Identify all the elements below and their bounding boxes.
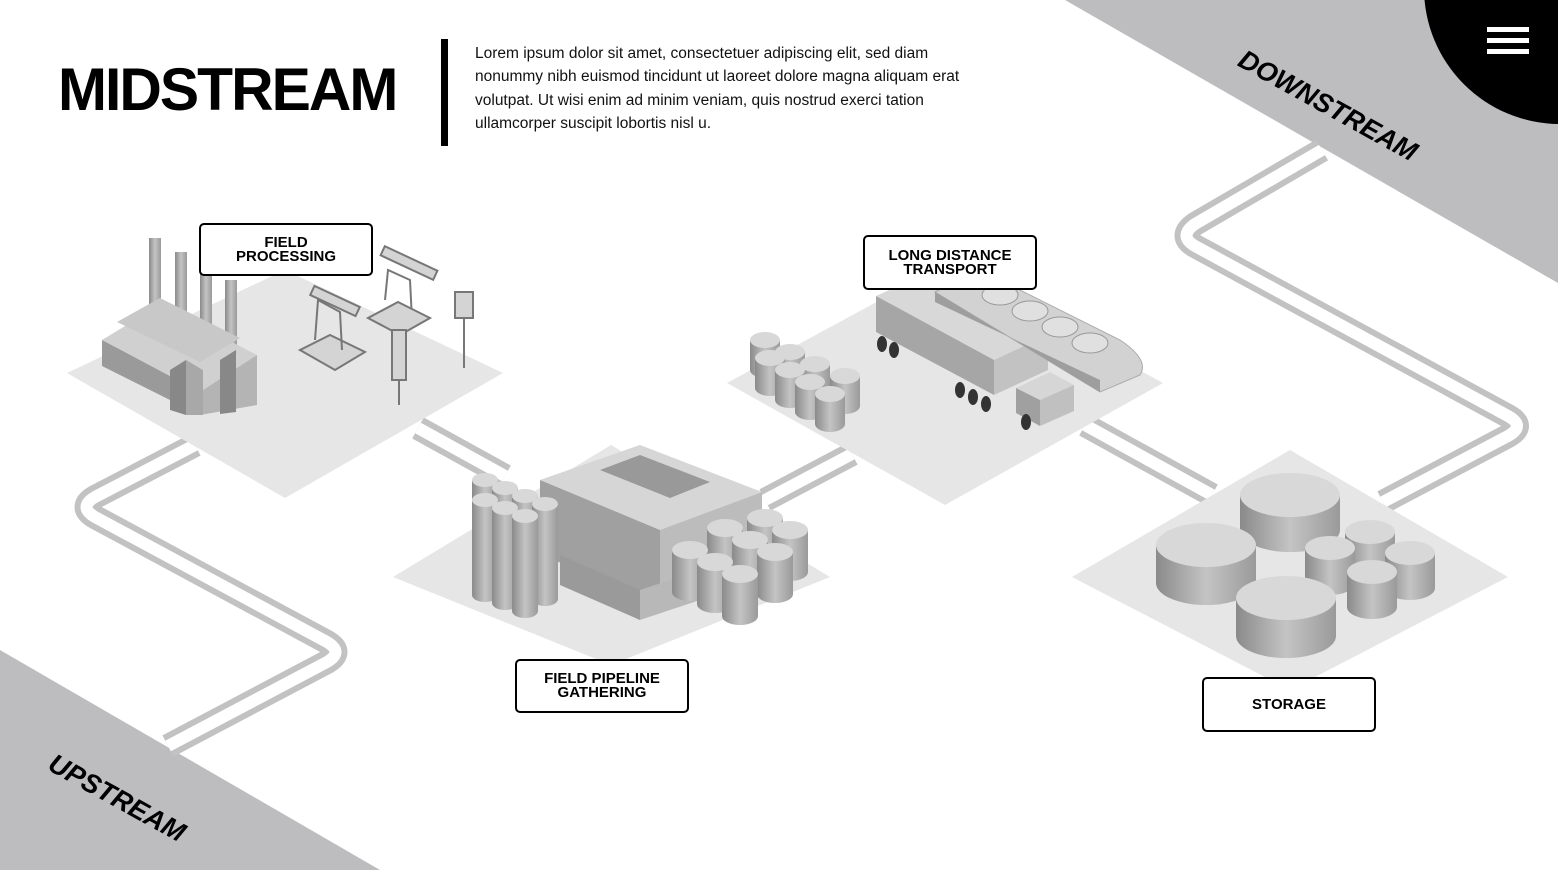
cylinder-top	[1236, 576, 1336, 620]
downstream-band	[1065, 0, 1558, 283]
storage-platform	[1072, 450, 1508, 690]
cylinder-body	[815, 394, 845, 432]
cylinder-top	[512, 489, 538, 503]
storage-tanks-icon	[1156, 473, 1435, 658]
cylinder-top	[697, 553, 733, 571]
cylinder-top	[800, 356, 830, 372]
cylinder-top	[532, 497, 558, 511]
cylinder-top	[747, 509, 783, 527]
cylinder-body	[1347, 572, 1397, 619]
field-processing-platform	[67, 270, 503, 498]
truck-icon	[876, 272, 1074, 430]
label-field-pipeline-gathering[interactable]: FIELD PIPELINE GATHERING	[515, 659, 689, 713]
cylinder-body	[757, 552, 793, 603]
label-long-distance-transport[interactable]: LONG DISTANCE TRANSPORT	[863, 235, 1037, 290]
cylinder-body	[512, 516, 538, 618]
cylinder-top	[472, 493, 498, 507]
cylinder-top	[1240, 473, 1340, 517]
page-description: Lorem ipsum dolor sit amet, consectetuer…	[475, 45, 960, 132]
hamburger-menu-icon[interactable]	[1487, 27, 1529, 59]
cylinder-top	[1345, 520, 1395, 544]
cylinder-top	[1347, 560, 1397, 584]
cylinder-top	[750, 332, 780, 348]
tanker-ship-icon	[933, 269, 1143, 393]
pumpjack-icon	[297, 244, 474, 405]
silo-group-icon	[472, 473, 558, 618]
cylinder-top	[672, 541, 708, 559]
tank-cluster-icon	[750, 332, 860, 432]
page-title: MIDSTREAM	[58, 56, 398, 123]
cylinder-top	[795, 374, 825, 390]
cylinder-top	[1385, 541, 1435, 565]
cylinder-top	[815, 386, 845, 402]
cylinder-body	[1385, 553, 1435, 600]
title-divider	[441, 39, 448, 146]
upstream-band	[0, 650, 380, 870]
factory-icon	[102, 238, 257, 415]
cylinder-top	[707, 519, 743, 537]
cylinder-top	[492, 501, 518, 515]
cylinder-top	[772, 521, 808, 539]
cylinder-top	[732, 531, 768, 549]
cylinder-top	[512, 509, 538, 523]
label-storage[interactable]: STORAGE	[1202, 677, 1376, 732]
label-field-processing[interactable]: FIELD PROCESSING	[199, 223, 373, 276]
cylinder-top	[472, 473, 498, 487]
cylinder-top	[1156, 523, 1256, 567]
cylinder-top	[492, 481, 518, 495]
cylinder-body	[472, 500, 498, 602]
cylinder-body	[722, 574, 758, 625]
cylinder-top	[830, 368, 860, 384]
cylinder-top	[1305, 536, 1355, 560]
tank-group-icon	[672, 509, 808, 625]
processing-plant-icon	[540, 445, 762, 620]
cylinder-top	[755, 350, 785, 366]
cylinder-body	[492, 508, 518, 610]
cylinder-top	[775, 362, 805, 378]
pipelines	[74, 139, 1529, 757]
cylinder-top	[722, 565, 758, 583]
cylinder-top	[757, 543, 793, 561]
cylinder-body	[532, 504, 558, 606]
